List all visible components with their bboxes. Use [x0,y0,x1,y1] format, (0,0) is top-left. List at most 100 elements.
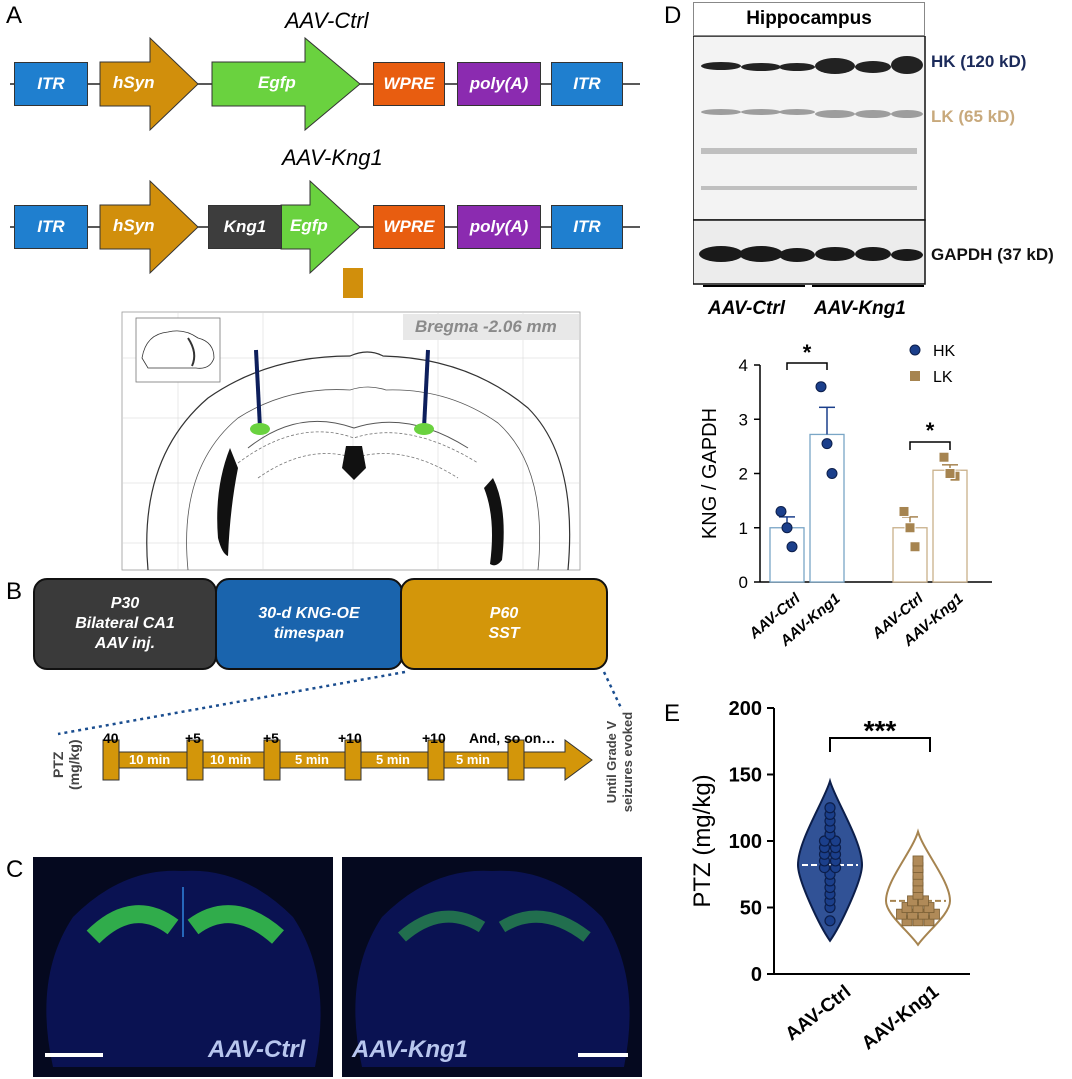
polya-box-kng1: poly(A) [457,205,541,249]
data-point [901,902,913,913]
data-point [923,915,935,927]
interval-4: 5 min [376,752,410,767]
group-line-kng1 [812,285,924,287]
stage-kng-oe: 30-d KNG-OE timespan [215,578,403,670]
y-tick-label: 0 [751,964,762,986]
data-point [775,505,787,517]
dose-6: And, so on… [469,730,556,746]
stage-p30-line2: Bilateral CA1 [75,615,175,632]
data-point [909,541,921,553]
data-point [824,915,836,927]
panel-label-a: A [6,2,23,29]
brain-atlas-section [118,298,588,572]
interval-3: 5 min [295,752,329,767]
legend-label: LK [933,369,953,386]
egfp-label-ctrl: Egfp [258,73,296,92]
data-point [821,438,833,450]
x-tick-label: AAV-Ctrl [782,981,855,1045]
group-label-kng1: AAV-Kng1 [814,298,906,319]
group-line-ctrl [703,285,805,287]
ptz-axis-label: PTZ(mg/kg) [50,739,82,790]
interval-1: 10 min [129,752,171,767]
stage-p60-line1: P60 [489,605,519,622]
data-point [912,855,924,867]
y-axis-label: PTZ (mg/kg) [689,774,716,907]
significance-bracket [909,441,951,450]
x-tick-label: AAV-Kng1 [858,981,943,1054]
bar [809,433,845,583]
until-line1: Until Grade V [604,720,619,804]
data-point [826,468,838,479]
fluorescence-image-kng1 [342,857,642,1077]
data-point [938,451,950,463]
bar [892,527,928,583]
y-tick-label: 100 [729,831,762,853]
egfp-arrow-ctrl [211,36,361,132]
significance-mark: * [926,418,935,443]
data-point [912,902,924,913]
data-point [923,902,935,913]
dose-2: +5 [185,730,201,746]
itr-box-left-kng1: ITR [14,205,88,249]
egfp-arrow-kng1 [280,179,361,275]
data-point [912,915,924,927]
ptz-timeline [57,670,624,781]
down-arrow-icon [328,268,378,300]
panel-label-c: C [6,856,24,883]
y-tick-label: 150 [729,765,762,787]
stage-kng-oe-line2: timespan [273,625,345,642]
data-point [896,908,907,920]
data-point [904,522,916,534]
hsyn-label-ctrl: hSyn [113,73,155,92]
legend-marker [910,371,920,381]
stage-p30-line3: AAV inj. [94,635,156,652]
interval-2: 10 min [210,752,252,767]
bregma-label: Bregma -2.06 mm [415,317,557,336]
y-tick-label: 0 [739,573,748,592]
y-tick-label: 3 [739,410,748,429]
kng1-box: Kng1 [208,205,282,249]
dose-5: +10 [422,730,446,746]
hsyn-promoter-arrow-ctrl [99,36,199,132]
stage-kng-oe-line1: 30-d KNG-OE [258,605,360,622]
wpre-box-kng1: WPRE [373,205,445,249]
data-point [918,895,929,907]
dose-1: 40 [103,730,119,746]
group-label-ctrl: AAV-Ctrl [708,298,786,319]
lk-band-label: LK (65 kD) [931,107,1016,126]
itr-box-right-ctrl: ITR [551,62,623,106]
bar [932,469,968,583]
data-point [898,505,910,517]
interval-5: 5 min [456,752,490,767]
hsyn-label-kng1: hSyn [113,216,155,235]
data-point [918,908,929,920]
panel-label-d: D [664,2,682,29]
y-tick-label: 1 [739,519,748,538]
construct-title-kng1: AAV-Kng1 [282,145,383,170]
significance-bracket [786,362,828,370]
legend-marker [909,344,921,356]
y-axis-label: KNG / GAPDH [699,408,721,539]
stage-p60-line2: SST [488,625,520,642]
polya-box-ctrl: poly(A) [457,62,541,106]
construct-diagram [10,36,640,300]
hsyn-promoter-arrow-kng1 [99,179,199,275]
image-label-kng1: AAV-Kng1 [352,1036,468,1063]
panel-label-b: B [6,578,23,605]
gapdh-band-label: GAPDH (37 kD) [931,245,1054,264]
data-point [815,381,827,393]
itr-box-right-kng1: ITR [551,205,623,249]
panel-label-e: E [664,700,681,727]
data-point [824,802,836,814]
data-point [907,908,918,920]
construct-title-ctrl: AAV-Ctrl [285,8,369,33]
itr-box-left-ctrl: ITR [14,62,88,106]
data-point [901,915,913,927]
bar [769,527,805,583]
western-blot [693,36,926,285]
